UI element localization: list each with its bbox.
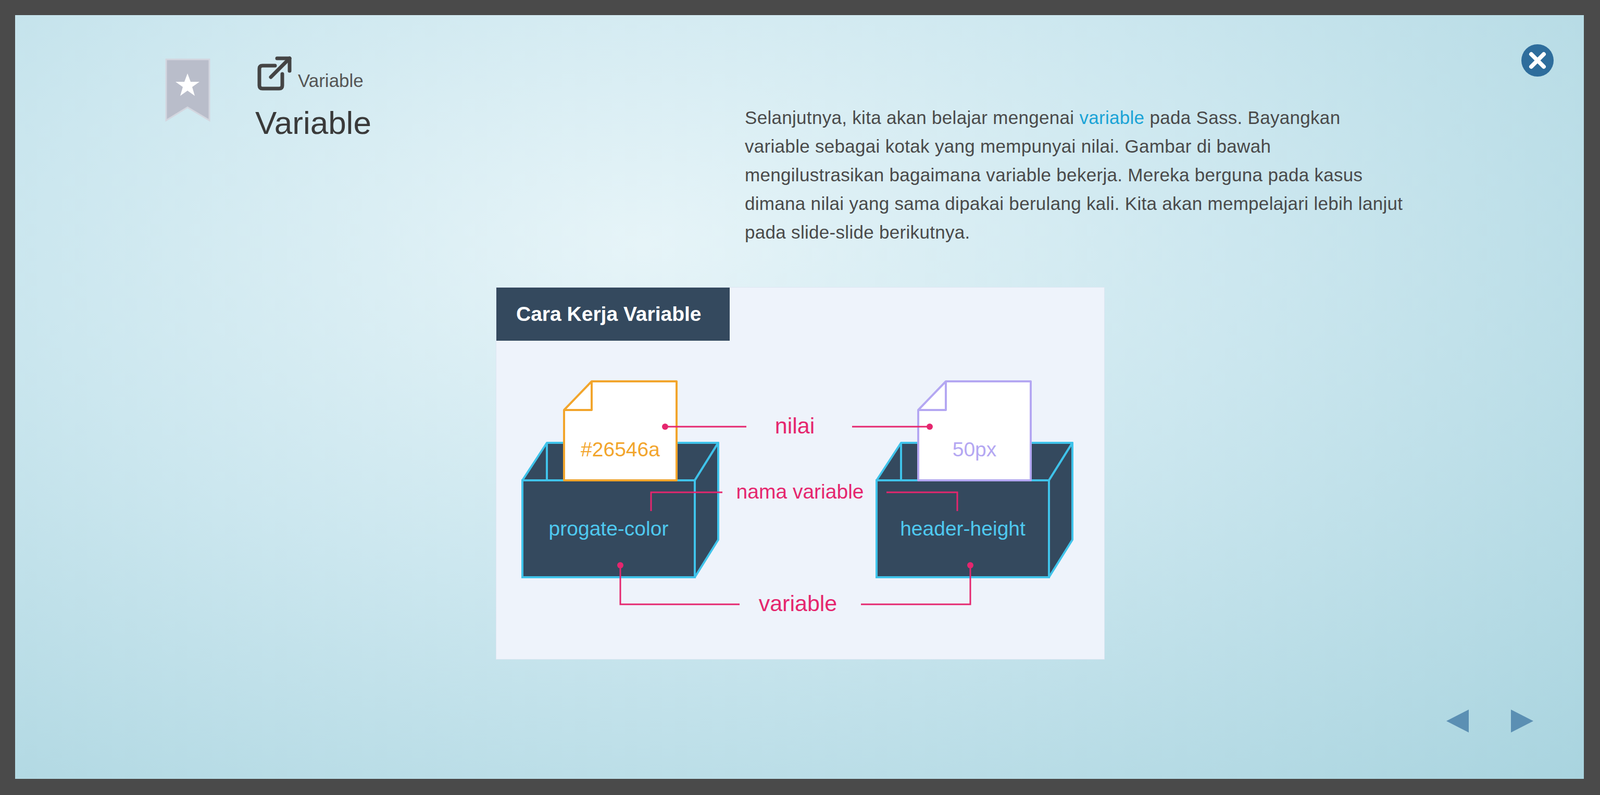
paragraph-text: Selanjutnya, kita akan belajar mengenai bbox=[744, 107, 1074, 128]
value-paper: #26546a bbox=[563, 380, 678, 481]
leader-line bbox=[852, 426, 930, 428]
prev-arrow bbox=[1446, 709, 1469, 733]
value-text: #26546a bbox=[567, 434, 674, 465]
bookmark-star bbox=[175, 73, 200, 96]
box-outline bbox=[876, 442, 1073, 578]
next-arrow bbox=[1510, 709, 1534, 733]
leader-dot bbox=[926, 423, 933, 430]
value-paper: 50px bbox=[917, 380, 1032, 481]
bookmark-icon bbox=[166, 59, 210, 121]
breadcrumb-label: Variable bbox=[297, 70, 364, 92]
description-paragraph: Selanjutnya, kita akan belajar mengenai … bbox=[744, 103, 1409, 247]
variable-name: progate-color bbox=[527, 480, 690, 578]
panel-heading: Cara Kerja Variable bbox=[496, 287, 702, 341]
box-outline bbox=[522, 442, 719, 578]
slide-title: Variable bbox=[255, 104, 372, 142]
leader-line bbox=[665, 426, 747, 428]
close-cross bbox=[1531, 54, 1544, 67]
keyword-link: variable bbox=[1079, 107, 1145, 128]
leader-dot bbox=[661, 423, 669, 430]
header-band: Cara Kerja Variable bbox=[496, 287, 730, 341]
leader-dot bbox=[967, 561, 974, 569]
leader-dot bbox=[617, 561, 624, 569]
paper-outline bbox=[563, 380, 678, 481]
diagram-panel: Cara Kerja Variable #26546a progate-color 5… bbox=[495, 286, 1105, 660]
callout-label: nilai bbox=[775, 412, 816, 440]
paper-outline bbox=[917, 380, 1032, 481]
callout-label: variable bbox=[758, 590, 838, 618]
external-link-icon bbox=[259, 58, 290, 89]
variable-box: progate-color bbox=[522, 442, 719, 578]
close-button bbox=[1521, 44, 1554, 77]
variable-name: header-height bbox=[881, 480, 1044, 578]
callout-label: nama variable bbox=[736, 479, 865, 505]
value-text: 50px bbox=[921, 434, 1028, 465]
variable-box: header-height bbox=[876, 442, 1073, 578]
